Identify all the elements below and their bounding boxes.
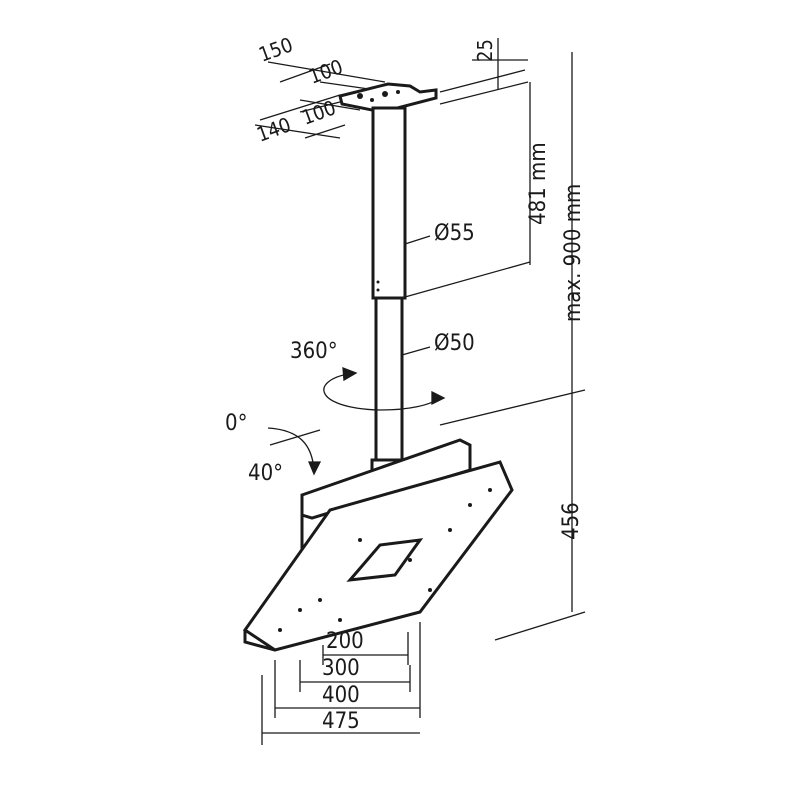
bracket-dimension-lines xyxy=(254,38,529,139)
bracket-depth-outer-label: 140 xyxy=(254,112,294,146)
plate-width-label: 475 xyxy=(322,709,360,734)
plate-height-label: 456 xyxy=(559,502,584,540)
mounting-plate xyxy=(242,460,514,652)
upper-pole xyxy=(371,106,407,300)
swivel-label: 360° xyxy=(290,339,338,364)
bracket-width-inner-label: 100 xyxy=(306,54,346,88)
bracket-width-outer-label: 150 xyxy=(256,32,296,66)
bracket-thickness-label: 25 xyxy=(473,39,497,62)
lower-diameter-label: Ø50 xyxy=(434,331,475,356)
tilt-min-label: 0° xyxy=(225,411,247,436)
vesa-300-label: 300 xyxy=(322,656,360,681)
tilt-max-label: 40° xyxy=(248,461,283,486)
min-length-label: 481 mm xyxy=(526,142,551,225)
upper-diameter-label: Ø55 xyxy=(434,221,475,246)
vesa-200-label: 200 xyxy=(326,629,364,654)
max-length-label: max. 900 mm xyxy=(561,184,586,322)
ceiling-bracket xyxy=(338,82,438,114)
pole-dimension-lines xyxy=(401,52,586,641)
vesa-400-label: 400 xyxy=(322,683,360,708)
swivel-arrow xyxy=(323,367,446,411)
lower-pole xyxy=(374,296,404,472)
tilt-frame xyxy=(300,438,472,560)
tilt-arrow xyxy=(267,427,322,476)
plate-dimension-lines xyxy=(261,622,421,745)
